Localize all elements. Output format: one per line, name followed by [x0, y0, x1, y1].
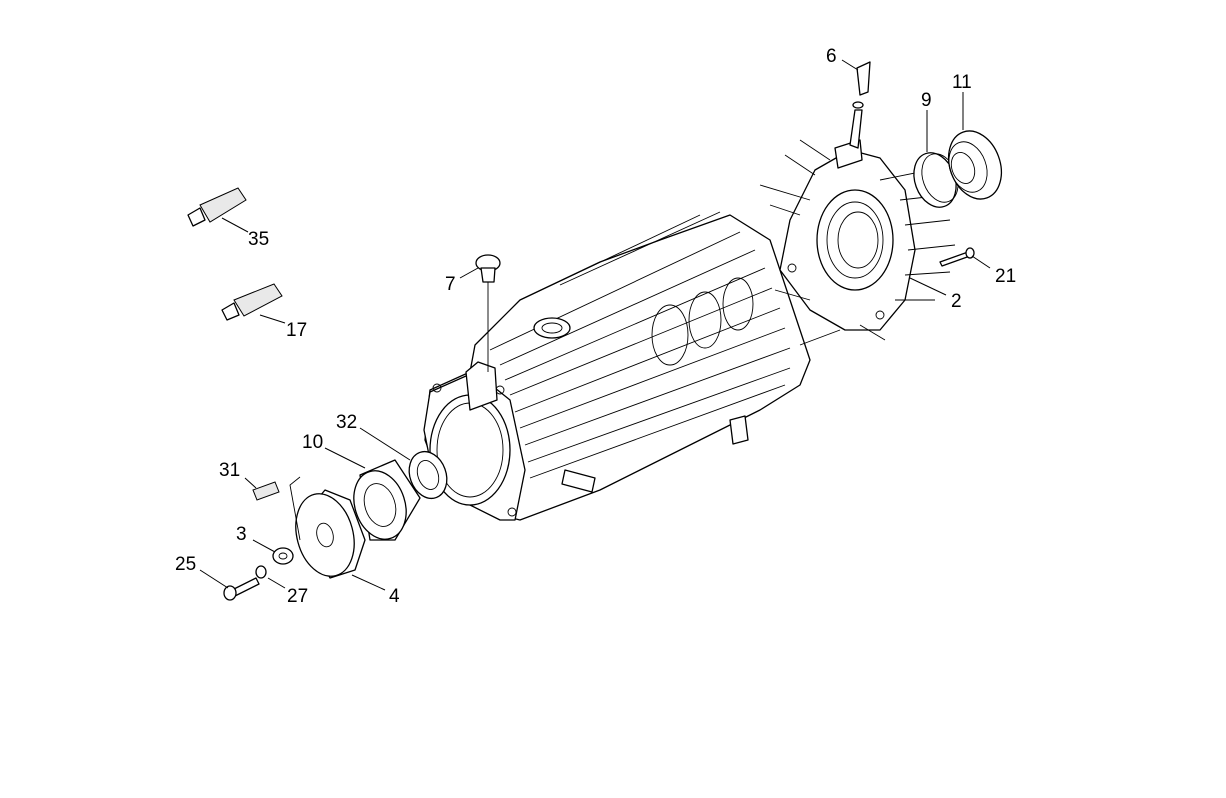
callout-9: 9 [921, 90, 932, 111]
part-35-tube [187, 187, 247, 227]
crankcase-housing [423, 211, 811, 521]
callout-6: 6 [826, 46, 837, 67]
callout-2: 2 [951, 291, 962, 312]
part-25-bolt [223, 577, 260, 601]
callout-35: 35 [248, 229, 269, 250]
callout-4: 4 [389, 586, 400, 607]
part-11-bearing [947, 130, 1003, 200]
callout-17: 17 [286, 320, 307, 341]
callout-25: 25 [175, 554, 196, 575]
callout-11: 11 [952, 72, 972, 93]
part-31-key [252, 481, 280, 501]
part-10-bearing [353, 459, 421, 541]
leader-lines [199, 59, 991, 591]
part-6-hose [849, 61, 871, 149]
part-32-seal [408, 450, 448, 500]
callout-3: 3 [236, 524, 247, 545]
part-7-plug [475, 254, 501, 372]
callout-32: 32 [336, 412, 357, 433]
part-4-pulley [289, 476, 366, 579]
callout-21: 21 [995, 266, 1016, 287]
part-21-screw [939, 247, 975, 267]
part-17-tube [221, 283, 283, 321]
callout-10: 10 [302, 432, 323, 453]
callout-7: 7 [445, 274, 456, 295]
rear-cover [759, 139, 956, 346]
part-3-washer [272, 547, 294, 565]
callout-27: 27 [287, 586, 308, 607]
callout-31: 31 [219, 460, 240, 481]
part-27-washer [255, 565, 267, 579]
